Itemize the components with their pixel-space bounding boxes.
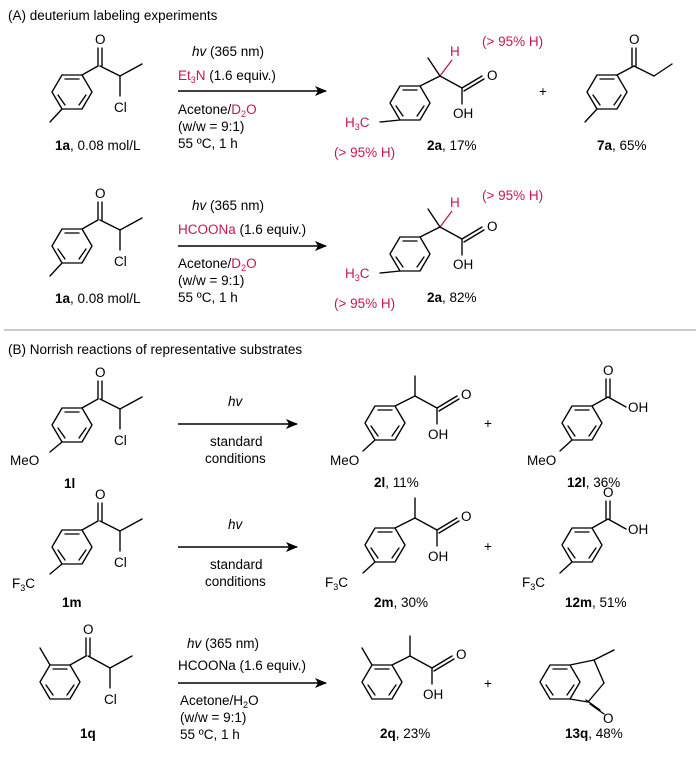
indanone-o-label: O [603,711,614,726]
conditions-temp-2: 55 ºC, 1 h [178,290,238,305]
conditions-conditions-3: conditions [205,451,266,466]
carbonyl-o-label: O [95,32,106,47]
d-incorporation-methyl-1: (> 95% H) [334,145,395,160]
acid-o-label-5: O [461,509,472,524]
acid-o-label: O [487,68,498,83]
carbonyl-o-label-5: O [83,622,94,637]
acid-o-label-4: O [603,363,614,378]
product-7a-structure: O [584,32,673,123]
product-13q-caption: 13q, 48% [565,726,623,741]
acid-oh-label-6: OH [628,522,648,537]
conditions-reagent-2: HCOONa (1.6 equiv.) [178,222,306,237]
conditions-ratio-1: (w/w = 9:1) [178,119,244,134]
section-b-title: (B) Norrish reactions of representative … [8,342,302,357]
sm-1m-caption: 1m [62,595,82,610]
conditions-standard-3: standard [210,434,263,449]
h3c-label: H3C [345,115,370,132]
sm-1l-caption: 1l [64,476,75,491]
cl-label: Cl [114,100,127,115]
sm-1m-structure: F3C O Cl [12,487,143,593]
d-incorporation-alpha-1: (> 95% H) [482,34,543,49]
sm-1l-structure: MeO O Cl [10,365,143,468]
product-2a-structure: H3C H O OH [345,44,498,132]
conditions-base-1: Et3N (1.6 equiv.) [178,68,276,85]
conditions-ratio-5: (w/w = 9:1) [180,710,246,725]
product-2m-structure: F3C O OH [325,497,472,592]
product-2a-caption-2: 2a, 82% [427,290,477,305]
acid-o-label-3: O [461,387,472,402]
conditions-solvent-2: Acetone/D2O [178,256,257,273]
acid-oh-label-4: OH [628,400,648,415]
acid-oh-label-5: OH [428,549,448,564]
sm-1a-caption: 1a, 0.08 mol/L [55,138,141,153]
alpha-h-label: H [450,44,460,59]
product-2q-caption: 2q, 23% [380,726,430,741]
conditions-light-5: hv (365 nm) [187,636,259,651]
product-2q-structure: O OH [361,635,467,702]
conditions-reagent-5: HCOONa (1.6 equiv.) [178,658,306,673]
product-2a-caption: 2a, 17% [427,138,477,153]
product-2m-caption: 2m, 30% [374,595,428,610]
acid-oh-label-3: OH [428,427,448,442]
plus-sign-3: + [484,416,492,431]
product-12l-caption: 12l, 36% [567,475,620,490]
product-2l-structure: MeO O OH [330,375,472,468]
acid-oh-label-7: OH [423,687,443,702]
plus-sign-1: + [539,84,547,99]
meo-label-2: MeO [330,453,359,468]
sm-1a-caption-2: 1a, 0.08 mol/L [55,291,141,306]
conditions-standard-4: standard [210,557,263,572]
sm-1a-structure: O Cl [49,32,143,123]
cf3-label-3: F3C [522,575,545,592]
conditions-temp-5: 55 ºC, 1 h [180,727,240,742]
acid-o-label-2: O [487,219,498,234]
cl-label-2: Cl [114,254,127,269]
meo-label-3: MeO [527,453,556,468]
conditions-hv-4: hv [228,517,244,532]
cl-label-5: Cl [104,692,117,707]
conditions-conditions-4: conditions [205,574,266,589]
product-12m-caption: 12m, 51% [565,595,627,610]
plus-sign-5: + [484,676,492,691]
acid-oh-label: OH [453,106,473,121]
cl-label-3: Cl [114,433,127,448]
product-12m-structure: F3C O OH [522,485,648,592]
carbonyl-o-label-3: O [95,365,106,380]
ketone-o-label: O [629,32,640,47]
conditions-solvent-1: Acetone/D2O [178,102,257,119]
conditions-solvent-5: Acetone/H2O [180,693,259,710]
conditions-hv-3: hv [228,394,244,409]
alpha-h-label-2: H [450,195,460,210]
d-incorporation-alpha-2: (> 95% H) [482,188,543,203]
conditions-ratio-2: (w/w = 9:1) [178,273,244,288]
sm-1q-structure: O Cl [39,622,133,707]
sm-1q-caption: 1q [80,726,96,741]
d-incorporation-methyl-2: (> 95% H) [334,296,395,311]
carbonyl-o-label-2: O [95,186,106,201]
cf3-label: F3C [12,576,35,593]
product-2l-caption: 2l, 11% [374,475,419,490]
section-a-title: (A) deuterium labeling experiments [8,8,218,23]
acid-o-label-7: O [456,647,467,662]
product-13q-structure: O [539,649,615,726]
product-7a-caption: 7a, 65% [597,138,647,153]
cf3-label-2: F3C [325,575,348,592]
plus-sign-4: + [484,539,492,554]
cl-label-4: Cl [114,555,127,570]
sm-1a-structure-2: O Cl [49,186,143,277]
conditions-light-1: hv (365 nm) [192,44,264,59]
product-2a-structure-2: H3C H O OH [345,195,498,283]
acid-oh-label-2: OH [453,257,473,272]
conditions-light-2: hv (365 nm) [192,198,264,213]
h3c-label-2: H3C [345,266,370,283]
conditions-temp-1: 55 ºC, 1 h [178,136,238,151]
product-12l-structure: MeO O OH [527,363,648,468]
acid-o-label-6: O [603,485,614,500]
meo-label: MeO [10,453,39,468]
carbonyl-o-label-4: O [95,487,106,502]
